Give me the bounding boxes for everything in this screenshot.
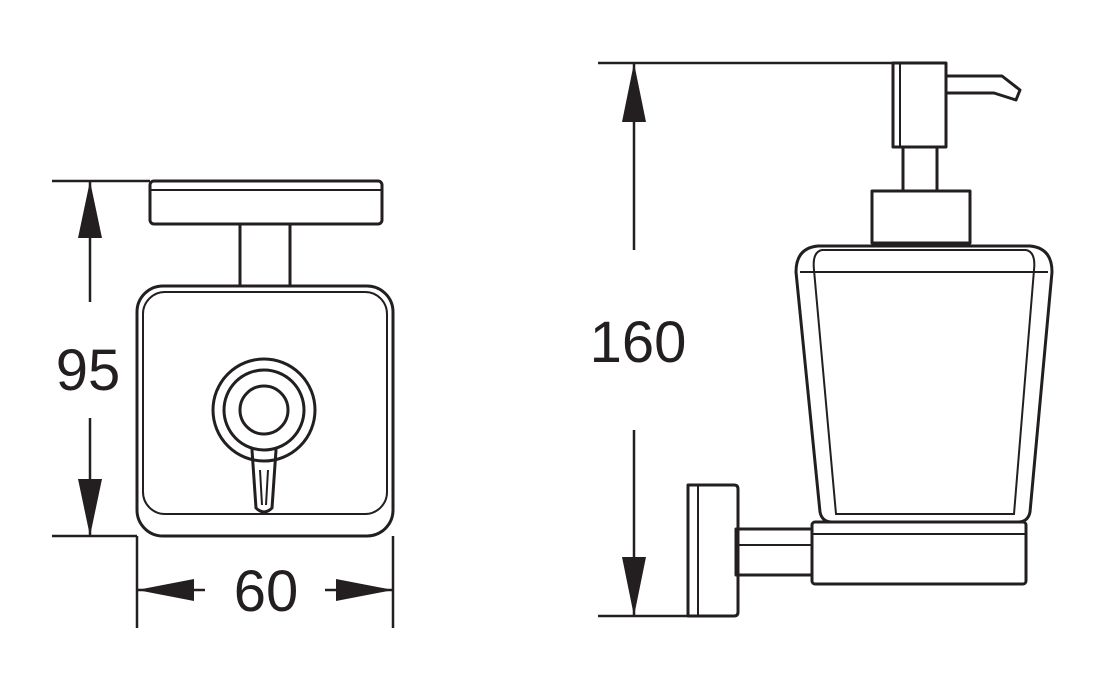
dim-160: 160 bbox=[590, 61, 946, 618]
pump-spout bbox=[944, 74, 1022, 102]
side-wall-plate bbox=[686, 483, 740, 618]
holder-arm bbox=[734, 527, 814, 577]
dim-60-label: 60 bbox=[234, 559, 299, 624]
dim-160-arrow-bottom bbox=[622, 557, 646, 616]
pump-inner-ring bbox=[238, 384, 290, 436]
dim-160-arrow-top bbox=[622, 63, 646, 122]
dim-160-label: 160 bbox=[590, 310, 687, 375]
dim-95: 95 bbox=[52, 179, 150, 538]
dim-60: 60 bbox=[135, 536, 395, 628]
holder-cup bbox=[810, 520, 1028, 586]
dim-95-arrow-bottom bbox=[78, 479, 102, 536]
side-view bbox=[686, 61, 1054, 618]
front-wall-plate bbox=[148, 179, 384, 226]
pump-outer-ring bbox=[211, 357, 317, 463]
pump-stem bbox=[901, 145, 939, 193]
dim-60-arrow-right bbox=[336, 579, 393, 601]
front-body bbox=[135, 284, 395, 538]
dim-95-label: 95 bbox=[56, 338, 121, 403]
front-view bbox=[135, 179, 395, 538]
dim-60-arrow-left bbox=[137, 579, 194, 601]
front-nozzle bbox=[250, 448, 278, 514]
bottle-inner bbox=[812, 249, 1036, 515]
bottle-outline bbox=[794, 244, 1054, 524]
pump-collar bbox=[870, 189, 972, 245]
front-neck bbox=[238, 222, 292, 288]
dim-95-arrow-top bbox=[78, 181, 102, 238]
pump-middle-ring bbox=[222, 368, 306, 452]
front-body-inner bbox=[142, 291, 388, 515]
